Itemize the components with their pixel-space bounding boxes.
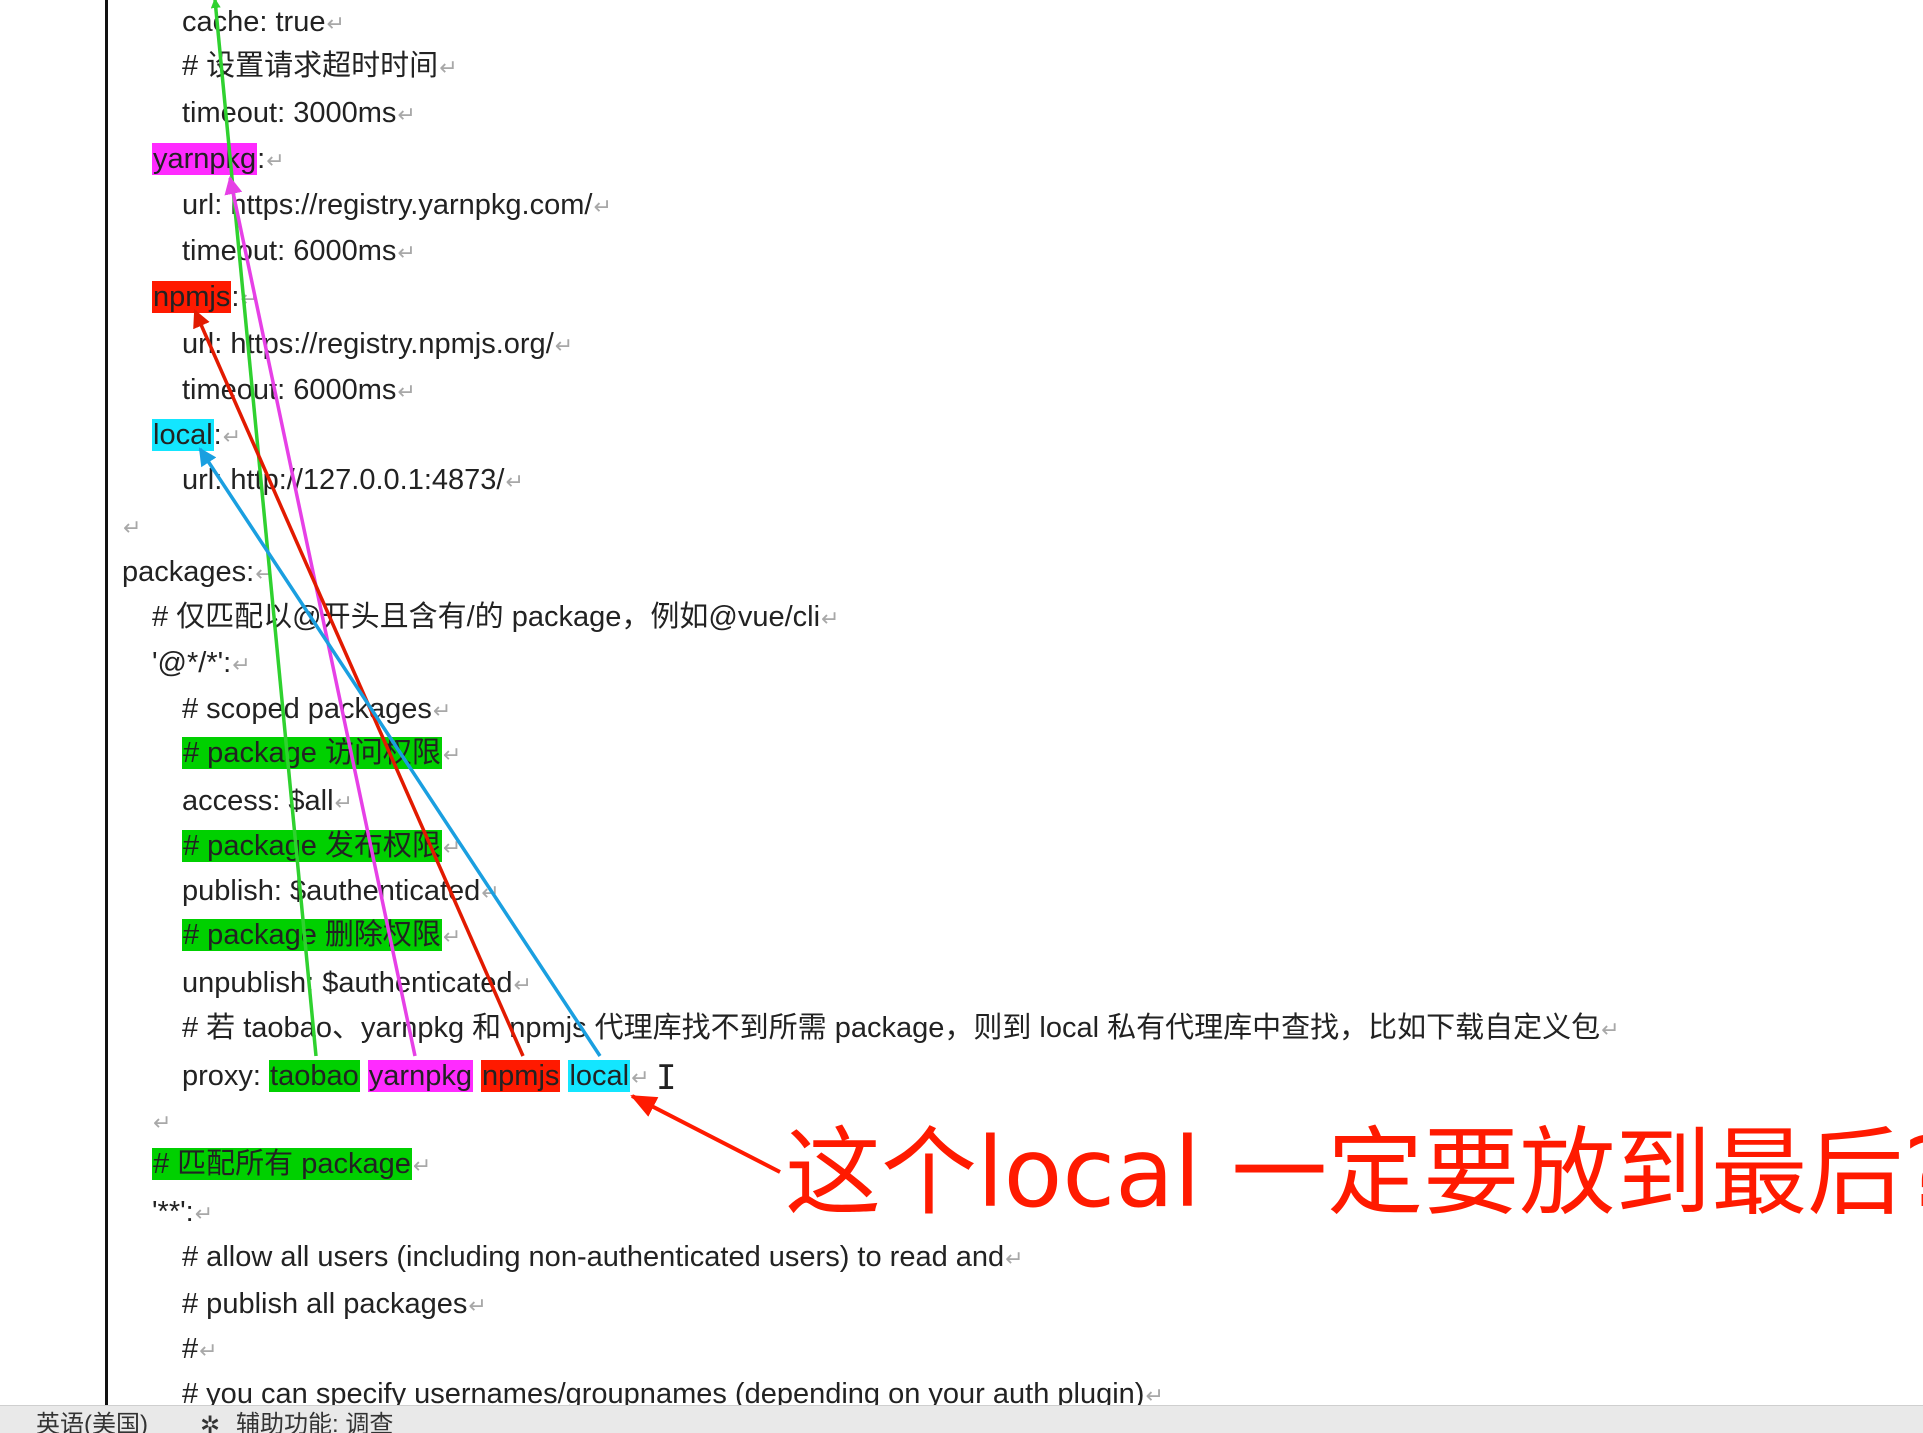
pilcrow-icon: ↵ (397, 102, 416, 127)
pilcrow-icon: ↵ (513, 972, 532, 997)
pilcrow-icon: ↵ (821, 606, 840, 631)
pilcrow-icon: ↵ (442, 924, 462, 949)
code-line: url: http://127.0.0.1:4873/↵ (182, 464, 524, 496)
code-line: '@*/*':↵ (152, 647, 251, 679)
comment-line: # you can specify usernames/groupnames (… (182, 1378, 1164, 1410)
proxy-taobao: taobao (269, 1060, 360, 1092)
pilcrow-icon: ↵ (1601, 1017, 1620, 1042)
highlight-comment: # package 访问权限 (182, 737, 442, 769)
code-line: '**':↵ (152, 1196, 214, 1228)
empty-line: ↵ (122, 506, 141, 546)
pilcrow-icon: ↵ (266, 148, 285, 173)
highlight-comment: # package 删除权限 (182, 919, 442, 951)
pilcrow-icon: ↵ (505, 469, 524, 494)
pilcrow-icon: ↵ (412, 1153, 432, 1178)
pilcrow-icon: ↵ (439, 55, 458, 80)
highlight-yarnpkg: yarnpkg (152, 143, 258, 175)
highlight-comment: # package 发布权限 (182, 830, 442, 862)
proxy-npmjs: npmjs (481, 1060, 561, 1092)
pilcrow-icon: ↵ (442, 742, 462, 767)
pilcrow-icon: ↵ (199, 1338, 218, 1363)
comment-line: # package 访问权限↵ (182, 733, 461, 773)
comment-line: # allow all users (including non-authent… (182, 1241, 1024, 1273)
accessibility-icon[interactable]: ✲ (200, 1411, 221, 1433)
pilcrow-icon: ↵ (442, 835, 462, 860)
code-line: cache: true↵ (182, 6, 345, 38)
comment-line: # publish all packages↵ (182, 1288, 487, 1320)
annotation-text: 这个local 一定要放到最后? (785, 1117, 1923, 1229)
pilcrow-icon: ↵ (432, 698, 452, 723)
code-line: packages:↵ (122, 556, 274, 588)
pilcrow-icon: ↵ (334, 790, 353, 815)
pilcrow-icon: ↵ (1145, 1383, 1164, 1408)
code-line: npmjs:↵ (152, 281, 259, 313)
comment-line: # 若 taobao、yarnpkg 和 npmjs 代理库找不到所需 pack… (182, 1012, 1620, 1044)
highlight-local: local (152, 419, 214, 451)
highlight-npmjs: npmjs (152, 281, 232, 313)
code-line: url: https://registry.yarnpkg.com/↵ (182, 189, 612, 221)
pilcrow-icon: ↵ (468, 1293, 487, 1318)
code-line: local:↵ (152, 419, 242, 451)
pilcrow-icon: ↵ (255, 561, 274, 586)
text-cursor-icon: I (656, 1058, 677, 1098)
pilcrow-icon: ↵ (123, 515, 142, 540)
code-line: publish: $authenticated↵ (182, 875, 500, 907)
pilcrow-icon: ↵ (593, 194, 612, 219)
highlight-comment: # 匹配所有 package (152, 1148, 412, 1180)
code-line: timeout: 3000ms↵ (182, 97, 416, 129)
status-bar: 英语(美国) ✲ 辅助功能: 调查 (0, 1405, 1923, 1433)
comment-line: # 设置请求超时时间↵ (182, 50, 458, 82)
pilcrow-icon: ↵ (397, 240, 416, 265)
code-line: access: $all↵ (182, 785, 353, 817)
code-line: yarnpkg:↵ (152, 143, 285, 175)
comment-line: # package 发布权限↵ (182, 826, 461, 866)
comment-line: # scoped packages↵ (182, 693, 452, 725)
pilcrow-icon: ↵ (554, 333, 574, 358)
page-margin-line (105, 0, 108, 1405)
comment-line: # 匹配所有 package↵ (152, 1144, 431, 1184)
status-accessibility[interactable]: 辅助功能: 调查 (236, 1411, 394, 1433)
pilcrow-icon: ↵ (1005, 1246, 1024, 1271)
pilcrow-icon: ↵ (326, 11, 345, 36)
status-language[interactable]: 英语(美国) (36, 1411, 148, 1433)
pilcrow-icon: ↵ (631, 1065, 650, 1090)
pilcrow-icon: ↵ (397, 379, 416, 404)
proxy-yarnpkg: yarnpkg (367, 1060, 473, 1092)
comment-line: # package 删除权限↵ (182, 915, 461, 955)
code-line: timeout: 6000ms↵ (182, 374, 416, 406)
code-line: timeout: 6000ms↵ (182, 235, 416, 267)
code-line: unpublish: $authenticated↵ (182, 967, 532, 999)
pilcrow-icon: ↵ (232, 652, 251, 677)
empty-line: ↵ (152, 1101, 171, 1141)
pilcrow-icon: ↵ (481, 880, 500, 905)
pilcrow-icon: ↵ (240, 286, 259, 311)
proxy-line: proxy: taobao yarnpkg npmjs local↵ (182, 1060, 650, 1092)
comment-line: # 仅匹配以@开头且含有/的 package，例如@vue/cli↵ (152, 601, 840, 633)
proxy-local: local (568, 1060, 631, 1092)
code-line: url: https://registry.npmjs.org/↵ (182, 328, 574, 360)
comment-line: #↵ (182, 1333, 218, 1365)
pilcrow-icon: ↵ (222, 424, 242, 449)
pilcrow-icon: ↵ (153, 1110, 172, 1135)
pilcrow-icon: ↵ (194, 1201, 214, 1226)
